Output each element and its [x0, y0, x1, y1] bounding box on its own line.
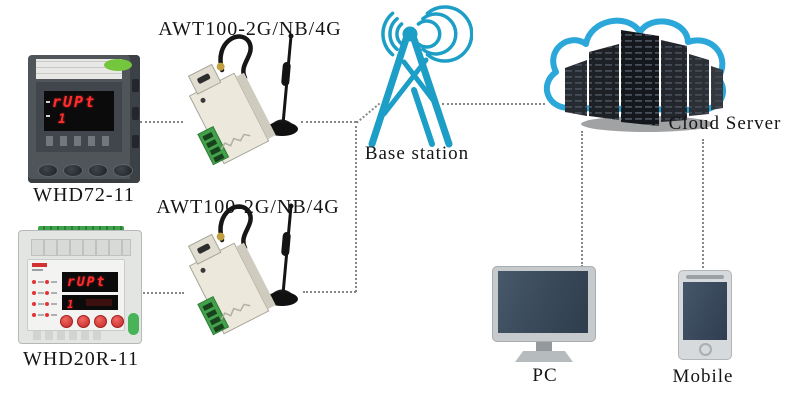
- antenna-cable-icon: [218, 34, 253, 81]
- whd20r-front-panel: rUPt 1: [27, 259, 125, 331]
- whd72-label: WHD72-11: [33, 184, 135, 206]
- phone-screen: [683, 282, 727, 340]
- radio-waves-icon: [381, 5, 473, 63]
- speaker-slot-icon: [686, 275, 724, 279]
- green-sticker-icon: [104, 59, 132, 71]
- whd20r-display-1: rUPt: [62, 272, 118, 292]
- monitor-screen: [498, 271, 588, 333]
- whd72-buttons: [38, 164, 133, 177]
- antenna-cable-icon: [218, 204, 253, 251]
- green-accent-icon: [128, 313, 139, 335]
- mobile-label: Mobile: [672, 366, 734, 387]
- whd72-label-strip: [36, 59, 122, 79]
- panel-fine-print: [46, 136, 110, 146]
- device-button: [94, 315, 107, 328]
- line-module1-junction: [301, 121, 356, 123]
- dim-segments: [86, 299, 112, 306]
- led-icon: [32, 298, 45, 309]
- mobile-icon: [678, 270, 732, 360]
- led-icon: [45, 287, 58, 298]
- tower-icon: [368, 26, 453, 148]
- antenna-icon: [266, 33, 298, 136]
- line-whd72-module1: [140, 121, 183, 123]
- home-button-icon: [698, 343, 712, 356]
- whd20r-label: WHD20R-11: [22, 348, 140, 370]
- meter-button: [113, 164, 133, 177]
- awt100-module-icon: [187, 33, 298, 166]
- line-tower-cloud: [442, 103, 545, 105]
- led-icon: [32, 309, 45, 320]
- display-tick: [46, 101, 50, 103]
- monitor-stand: [515, 351, 573, 362]
- meter-button: [88, 164, 108, 177]
- led-icon: [45, 309, 58, 320]
- server-racks-icon: [565, 30, 723, 132]
- din-clip-icon: [132, 107, 139, 120]
- whd20r-body: rUPt 1: [18, 230, 142, 344]
- connector-row-icon: [31, 239, 131, 256]
- seven-segment-text: rUPt: [52, 93, 97, 111]
- led-icon: [32, 287, 45, 298]
- din-clip-icon: [132, 79, 139, 92]
- whd72-display: rUPt 1: [44, 91, 114, 131]
- seven-segment-text: 1: [58, 112, 66, 127]
- cloud-server-icon: [543, 17, 726, 132]
- cloud-server-label: Cloud Server: [668, 113, 782, 134]
- din-clip-icon: [132, 135, 139, 148]
- base-station-icon: [368, 5, 473, 148]
- pc-label: PC: [532, 365, 558, 386]
- terminal-block-icon: [197, 295, 230, 336]
- antenna-icon: [266, 203, 298, 306]
- status-led-grid: [32, 276, 58, 320]
- led-icon: [32, 276, 45, 287]
- seven-segment-text: rUPt: [67, 275, 107, 290]
- brand-logo-icon: [32, 269, 43, 271]
- line-module2-junction: [303, 291, 356, 293]
- meter-button: [38, 164, 58, 177]
- brand-logo-icon: [32, 263, 47, 267]
- panel-fine-print: [33, 331, 103, 340]
- whd20r-display-2: 1: [62, 295, 118, 310]
- device-button: [111, 315, 124, 328]
- module1-label: AWT100-2G/NB/4G: [158, 18, 342, 40]
- line-cloud-mobile: [702, 139, 704, 272]
- whd72-device-icon: rUPt 1: [28, 55, 140, 183]
- seven-segment-text: 1: [67, 298, 74, 310]
- whd20r-device-icon: rUPt 1: [18, 226, 142, 344]
- device-button: [77, 315, 90, 328]
- device-button: [60, 315, 73, 328]
- display-tick: [46, 115, 50, 117]
- line-cloud-pc: [581, 131, 583, 267]
- module-body: [187, 62, 276, 166]
- awt100-module-icon: [187, 203, 298, 336]
- whd20r-buttons: [60, 315, 124, 328]
- led-icon: [45, 276, 58, 287]
- module-body: [187, 232, 276, 336]
- line-whd20r-module2: [140, 292, 184, 294]
- meter-button: [63, 164, 83, 177]
- line-junction-vertical: [355, 121, 357, 292]
- terminal-block-icon: [197, 125, 230, 166]
- pc-icon: [492, 266, 596, 362]
- base-station-label: Base station: [364, 143, 470, 164]
- monitor-neck: [536, 342, 552, 351]
- whd72-front-panel: rUPt 1: [36, 82, 122, 152]
- led-icon: [45, 298, 58, 309]
